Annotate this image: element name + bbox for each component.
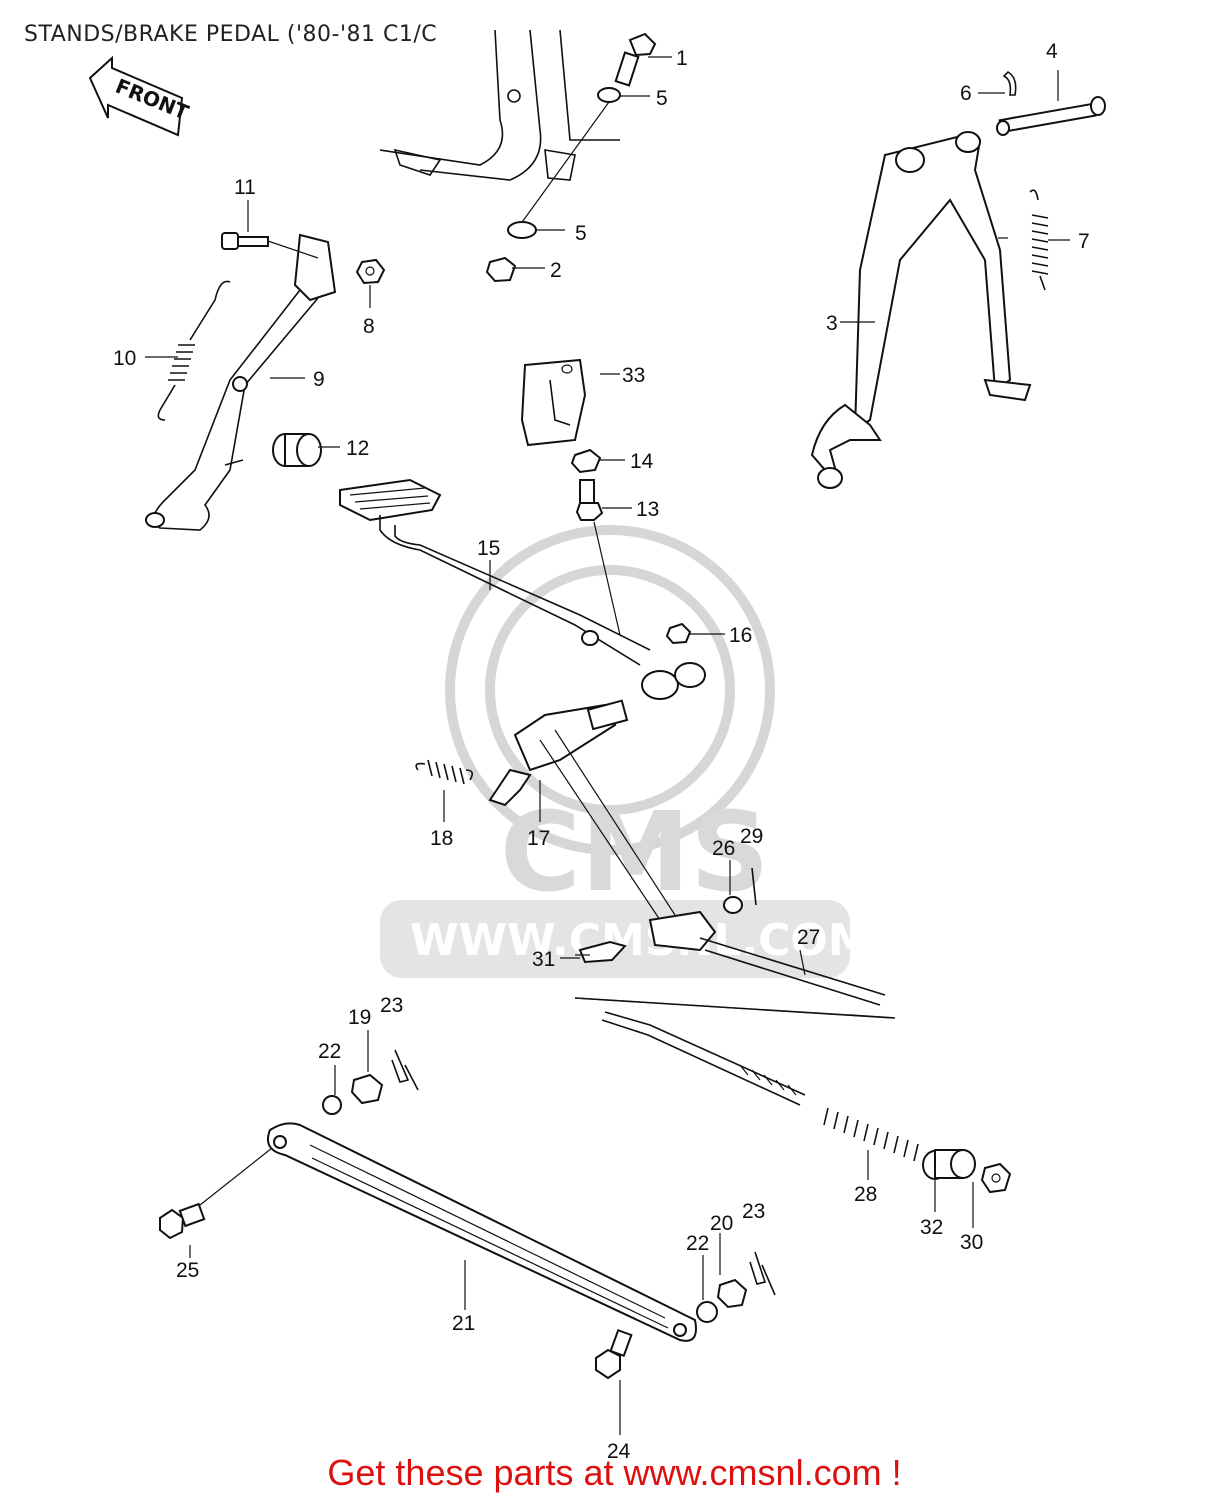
callout-6: 6 (960, 82, 972, 105)
callout-7: 7 (1078, 230, 1090, 253)
callout-28: 28 (854, 1183, 877, 1206)
callout-3: 3 (826, 312, 838, 335)
callout-30: 30 (960, 1231, 983, 1254)
side-stand (145, 233, 337, 531)
rubber-12 (272, 433, 322, 467)
callout-15: 15 (477, 537, 500, 560)
bolt-25 (159, 1147, 273, 1240)
bolt-24 (595, 1328, 633, 1435)
callout-9: 9 (313, 368, 325, 391)
callout-25: 25 (176, 1259, 199, 1282)
callout-26: 26 (712, 837, 735, 860)
callout-24: 24 (607, 1440, 631, 1463)
frame-section (379, 29, 620, 181)
callout-19: 19 (348, 1006, 371, 1029)
brake-shaft (488, 699, 676, 921)
callout-4: 4 (1046, 40, 1058, 63)
page-title: STANDS/BRAKE PEDAL ('80-'81 C1/C (24, 22, 438, 47)
callout-11: 11 (234, 176, 256, 199)
callout-16: 16 (729, 624, 752, 647)
center-stand-pin (996, 70, 1106, 136)
spring-7 (1029, 189, 1049, 291)
callout-14: 14 (630, 450, 654, 473)
callout-29: 29 (740, 825, 763, 848)
torque-link (266, 1122, 697, 1342)
nut-8 (355, 258, 386, 285)
callout-22b: 22 (686, 1232, 709, 1255)
get-parts-link[interactable]: Get these parts at www.cmsnl.com ! (327, 1452, 902, 1493)
callout-2: 2 (550, 259, 562, 282)
adjuster-joint (922, 1149, 1012, 1194)
callout-23b: 23 (742, 1200, 765, 1223)
spring-10 (157, 280, 231, 421)
callout-1: 1 (676, 47, 688, 70)
brake-pedal (339, 478, 706, 700)
bolt-11 (221, 232, 319, 259)
front-arrow-icon: FRONT (88, 55, 192, 137)
callout-23a: 23 (380, 994, 403, 1017)
callout-12: 12 (346, 437, 369, 460)
callout-13: 13 (636, 498, 659, 521)
callout-17: 17 (527, 827, 550, 850)
callout-27: 27 (797, 926, 820, 949)
callout-10: 10 (113, 347, 136, 370)
cms-watermark: CMS WWW.CMSNL.COM (380, 525, 872, 978)
callout-22a: 22 (318, 1040, 341, 1063)
watermark-url: WWW.CMSNL.COM (410, 915, 872, 966)
callout-32: 32 (920, 1216, 943, 1239)
callout-21: 21 (452, 1312, 475, 1335)
callout-18: 18 (430, 827, 453, 850)
center-stand (810, 131, 1032, 489)
callout-5a: 5 (656, 87, 668, 110)
callout-5b: 5 (575, 222, 587, 245)
pedal-bracket (520, 358, 621, 636)
link-hardware-lower (696, 1251, 776, 1323)
mount-bolt-set (485, 32, 657, 283)
brake-rod (574, 937, 896, 1106)
callout-33: 33 (622, 364, 645, 387)
spring-18 (415, 759, 474, 785)
callout-labels: 1 2 3 4 5 5 6 7 8 9 10 11 12 13 14 15 16… (113, 40, 1090, 1463)
link-hardware-upper (322, 1049, 419, 1115)
callout-20: 20 (710, 1212, 733, 1235)
callout-8: 8 (363, 315, 375, 338)
leader-lines (145, 56, 1070, 1310)
spring-28 (823, 1107, 919, 1162)
callout-31: 31 (532, 948, 555, 971)
